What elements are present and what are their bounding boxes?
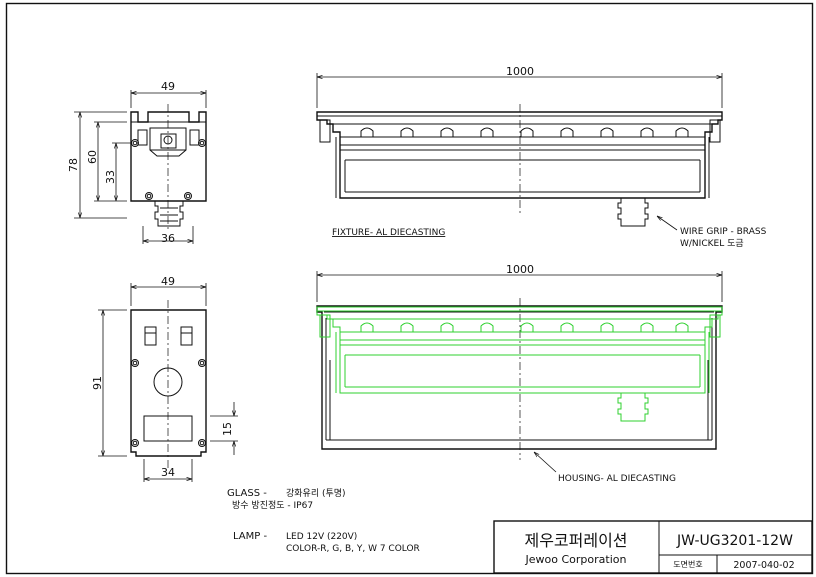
note-glass-2: 방수 방진정도 - IP67 xyxy=(232,500,313,511)
side-view-fixture xyxy=(316,104,723,227)
overlay-fixture-assembly xyxy=(316,306,723,422)
drawing-number-label: 도면번호 xyxy=(673,559,702,569)
title-block xyxy=(493,520,813,574)
note-lamp-2: COLOR-R, G, B, Y, W 7 COLOR xyxy=(286,544,420,554)
dims-side-view-fixture: 1000 xyxy=(316,65,723,108)
model-number: JW-UG3201-12W xyxy=(676,533,793,549)
note-lamp-label: LAMP - xyxy=(233,531,267,542)
dim-width-fixture: 49 xyxy=(161,80,175,93)
label-fixture: FIXTURE- AL DIECASTING xyxy=(332,228,445,238)
dim-window-height: 15 xyxy=(221,422,234,436)
dim-length-housing: 1000 xyxy=(506,263,534,276)
note-glass-label: GLASS - xyxy=(227,488,267,499)
side-view-housing xyxy=(316,298,723,460)
dims-end-view-fixture: 49 78 60 33 36 xyxy=(67,80,207,245)
company-name-kr: 제우코퍼레이션 xyxy=(524,531,627,550)
dim-length-fixture: 1000 xyxy=(506,65,534,78)
drawing-number: 2007-040-02 xyxy=(733,560,794,571)
dim-base-housing: 34 xyxy=(161,466,175,479)
end-view-housing xyxy=(130,300,207,470)
label-wire-grip-1: WIRE GRIP - BRASS xyxy=(680,227,767,237)
label-wire-grip-2: W/NICKEL 도금 xyxy=(680,238,744,249)
label-housing: HOUSING- AL DIECASTING xyxy=(558,474,676,484)
sheet-border xyxy=(5,2,814,575)
dims-end-view-housing: 49 91 15 34 xyxy=(91,275,238,482)
dim-height-mid: 60 xyxy=(86,150,99,164)
dim-height-total: 78 xyxy=(67,158,80,172)
dim-height-low: 33 xyxy=(104,170,117,184)
dims-side-view-housing: 1000 xyxy=(316,263,723,302)
led-row-top xyxy=(360,127,689,137)
leader-wire-grip xyxy=(657,216,678,231)
company-name-en: Jewoo Corporation xyxy=(525,553,627,566)
dim-width-housing: 49 xyxy=(161,275,175,288)
leader-housing xyxy=(534,452,557,473)
note-glass-1: 강화유리 (투명) xyxy=(286,488,346,499)
end-view-fixture xyxy=(130,104,207,230)
dim-base-fixture: 36 xyxy=(161,232,175,245)
note-lamp-1: LED 12V (220V) xyxy=(286,532,357,542)
dim-height-housing: 91 xyxy=(91,376,104,390)
